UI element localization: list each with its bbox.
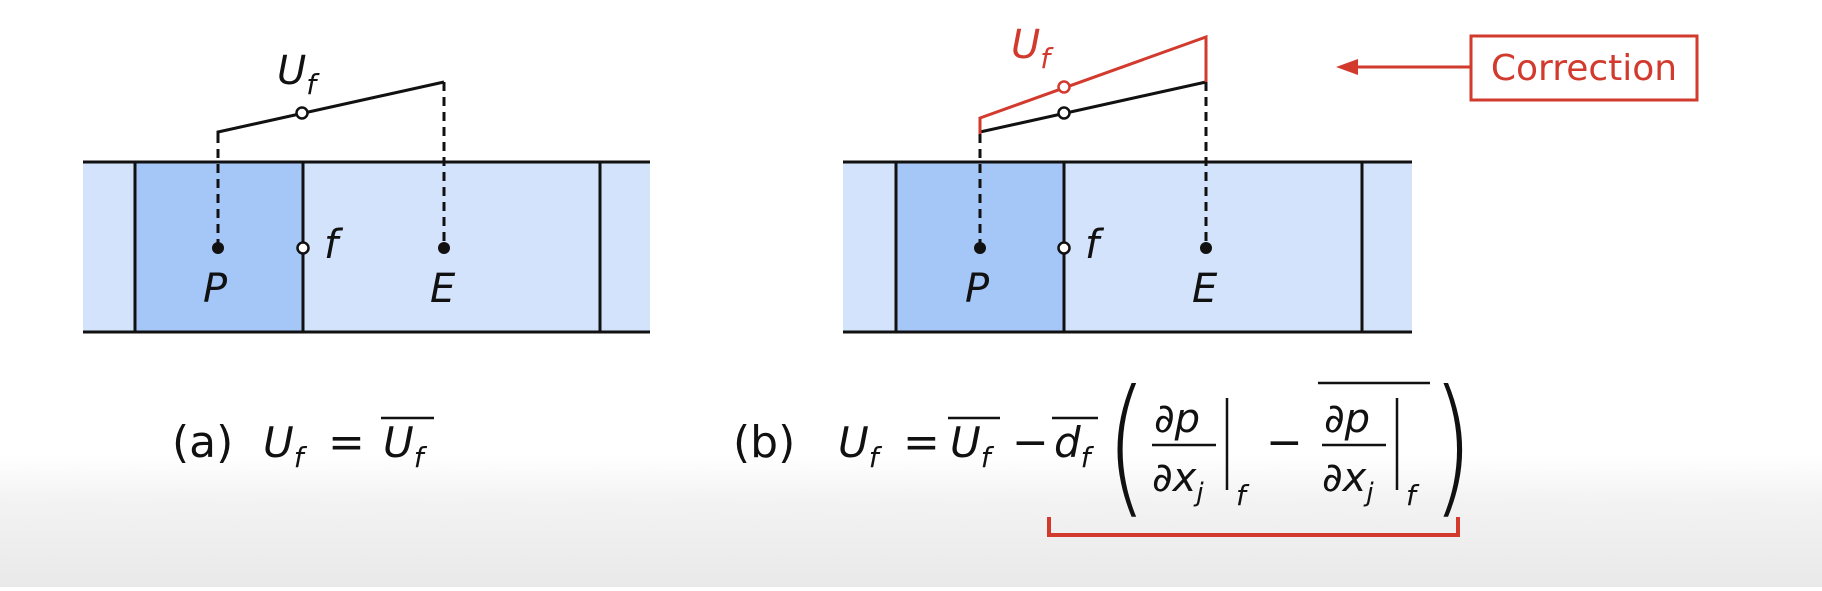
eq-b-minus: − — [1012, 417, 1049, 468]
node-e-label-a: E — [430, 266, 456, 312]
corrected-face-dot-b — [1057, 80, 1071, 94]
cell-b-left-light — [843, 162, 896, 332]
face-value-dot-a — [295, 106, 309, 120]
eq-b-equals: = — [903, 417, 940, 468]
diagram-b: Uf f P E — [843, 22, 1412, 334]
cell-b-right-light — [1362, 162, 1412, 332]
node-p-label-b: P — [965, 266, 990, 312]
diagram-a: Uf f P E — [83, 48, 650, 334]
equation-a: (a) Uf = Uf — [172, 416, 434, 474]
eq-b-lparen: ( — [1106, 358, 1147, 533]
node-e-dot-b — [1200, 242, 1212, 254]
eq-a-rhs: Uf — [383, 418, 428, 474]
node-e-label-b: E — [1192, 266, 1218, 312]
eq-b-eval1-sub: f — [1236, 479, 1250, 512]
node-p-dot-b — [974, 242, 986, 254]
node-e-dot-a — [438, 242, 450, 254]
correction-bracket — [1047, 517, 1460, 537]
caption-a: (a) — [172, 417, 233, 468]
callout-arrow-head — [1336, 59, 1358, 75]
face-dot-a — [296, 241, 310, 255]
caption-b: (b) — [733, 417, 795, 468]
cell-a-right-light — [600, 162, 650, 332]
node-p-label-a: P — [203, 266, 228, 312]
eq-b-ubar: Uf — [950, 418, 995, 474]
eq-b-inner-minus: − — [1266, 417, 1303, 468]
eq-a-equals: = — [328, 417, 365, 468]
eq-b-frac1-num: ∂p — [1154, 396, 1200, 442]
corrected-line-b — [978, 34, 1208, 134]
eq-b-d: df — [1054, 418, 1095, 474]
eq-b-frac2-num: ∂p — [1324, 396, 1370, 442]
uf-label-a: Uf — [277, 48, 320, 101]
face-dot-b — [1057, 241, 1071, 255]
cell-a-left-light — [83, 162, 135, 332]
correction-callout: Correction — [1336, 34, 1699, 102]
eq-a-lhs: Uf — [263, 418, 308, 474]
cell-a-e-light — [303, 162, 600, 332]
eq-b-frac2-den: ∂xj — [1322, 455, 1374, 508]
eq-b-frac1-den: ∂xj — [1152, 455, 1204, 508]
uf-label-b: Uf — [1011, 22, 1054, 75]
eq-b-eval2-sub: f — [1406, 479, 1420, 512]
callout-label: Correction — [1491, 48, 1677, 89]
callout-box — [1469, 34, 1699, 102]
interpolation-line-a — [216, 80, 445, 134]
eq-b-lhs: Uf — [838, 418, 883, 474]
eq-b-rparen: ) — [1432, 358, 1473, 533]
face-value-dot-b — [1057, 106, 1071, 120]
node-p-dot-a — [212, 242, 224, 254]
interpolation-line-b — [978, 80, 1207, 134]
cell-b-e-light — [1064, 162, 1362, 332]
equation-b: (b) Uf = Uf − df ( ∂p ∂xj f − ∂p ∂xj f ) — [733, 358, 1473, 537]
